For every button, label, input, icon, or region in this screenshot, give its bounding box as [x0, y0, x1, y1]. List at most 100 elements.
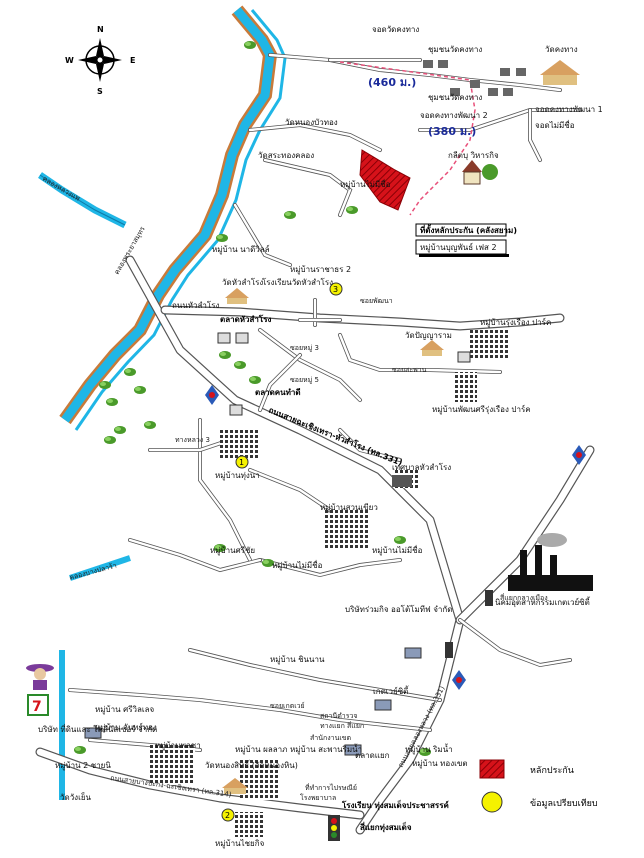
- legend-comparables-label: ข้อมูลเปรียบเทียบ: [530, 798, 598, 809]
- label-jodkong1: จอดคงทางพัฒนา 1: [535, 105, 603, 114]
- label-sikrong: สี่แยกทุ่งสมเด็จ: [360, 821, 412, 833]
- label-watsrakaew: วัดสระทองคลอง: [258, 151, 314, 160]
- house-icon: [462, 160, 498, 185]
- label-chumchon1: ชุมชนวัดคงทาง: [428, 45, 482, 54]
- label-roadmid2: ซอยหมู่ 5: [290, 376, 319, 384]
- comparable-marker-2: 2: [221, 808, 235, 822]
- road-samrong: [160, 305, 565, 331]
- village-grid: [235, 812, 265, 837]
- person-icon: [26, 664, 54, 690]
- label-mb2: หมู่บ้าน 2 ชายนิ: [55, 761, 111, 771]
- school-icon: [423, 60, 526, 96]
- label-trafficlight: สี่แยกกลางเมือง: [500, 593, 548, 602]
- label-canal2: คลองหลวงแพ: [41, 175, 82, 203]
- label-tesaban: เทศบาลหัวสำโรง: [392, 462, 451, 472]
- label-mainroad: ถนนสายฉะเชิงเทรา-หัวสำโรง (ทล.331): [267, 405, 404, 468]
- village-label-shadow: [419, 254, 509, 257]
- label-thanonsamrong: ถนนหัวสำโรง: [172, 300, 220, 310]
- label-watkongthang: วัดคงทาง: [545, 45, 578, 54]
- label-jodwat: จอดวัดคงทาง: [372, 25, 419, 34]
- market-icon: [84, 332, 471, 756]
- label-chumchon2: ชุมชนวัดคงทาง: [428, 93, 482, 102]
- label-mbboon: หมู่บ้านบุญพันธ์ เฟส 2: [420, 242, 497, 253]
- label-mbsrirung: หมู่บ้านพัฒนศรีรุ่งเรือง ปาร์ค: [432, 404, 531, 415]
- lane-network: [68, 53, 582, 752]
- village-grid: [150, 745, 195, 785]
- label-mbsiri: หมู่บ้าน ศรีวิลเลจ: [95, 705, 155, 715]
- village-grid: [470, 330, 510, 360]
- label-jodkong2: จอดคงทางพัฒนา 2: [420, 111, 488, 120]
- label-talad: ตลาดหัวสำโรง: [220, 314, 272, 324]
- road-331: [125, 255, 465, 835]
- label-mbraj: หมู่บ้านราชาธร 2: [290, 265, 351, 275]
- label-thiphang: ที่ตั้งหลักประกัน (คลังสยาม): [420, 224, 517, 235]
- temple-icon: [222, 60, 580, 794]
- seven-eleven-logo: 7: [27, 694, 49, 716]
- collateral-label-box: [415, 223, 507, 237]
- label-watsamrong: วัดหัวสำโรง: [222, 277, 263, 287]
- village-grid: [455, 372, 477, 402]
- label-watnongbua: วัดหนองบัวทอง: [285, 118, 338, 127]
- village-grid: [220, 430, 260, 460]
- compass-w: W: [65, 56, 74, 65]
- factory-icon: [508, 533, 593, 591]
- compass-s: S: [97, 87, 103, 96]
- legend: หลักประกัน ข้อมูลเปรียบเทียบ: [479, 759, 598, 813]
- label-rongrian: โรงเรียนวัดหัวสำโรง: [262, 277, 333, 287]
- label-mbtoong: หมู่บ้านทุ่งนา: [215, 471, 260, 481]
- label-mbphoncha: หมู่บ้านพลชา: [155, 741, 201, 751]
- village-grid: [325, 510, 370, 550]
- label-mbriver: หมู่บ้าน ริมน้ำ: [405, 743, 453, 755]
- label-watsukaram: วัดปัญญาราม: [405, 331, 452, 340]
- collateral-site: [359, 149, 411, 211]
- village-grid: [240, 760, 280, 800]
- label-company: บริษัทร่วมกิจ ออโต้โมทีฟ จำกัด: [345, 604, 452, 614]
- label-mbkhao: หมู่บ้านไชยกิจ: [215, 839, 265, 849]
- label-roadmid: ซอยหมู่ 3: [290, 344, 319, 352]
- label-rongrianthung: โรงเรียน ทุ่งสมเด็จประชาสรรค์: [341, 799, 449, 811]
- svg-text:2: 2: [225, 811, 230, 820]
- road-314: [35, 747, 365, 820]
- comparable-marker-1: 1: [235, 455, 249, 469]
- label-roadw: ซอยพัฒนา: [360, 297, 393, 305]
- label-soigate: ซอยเกตเวย์: [270, 702, 305, 710]
- compass-icon: [78, 38, 122, 82]
- label-mbmaimichue1: หมู่บ้านไม่มีชื่อ: [340, 178, 391, 190]
- label-mbrungrueang: หมู่บ้านรุ่งเรือง ปาร์ค: [480, 317, 551, 328]
- label-dist380: (380 ม.): [428, 125, 476, 138]
- label-nikom: นิคมอุตสาหกรรมเกตเวย์ซิตี้: [495, 596, 591, 607]
- label-station: สถานีตำรวจ: [320, 712, 358, 720]
- label-klathong: กลีตบุ วิหารกิจ: [448, 151, 499, 160]
- label-mbmaimichue2: หมู่บ้านไม่มีชื่อ: [272, 559, 323, 571]
- canal-main: [59, 5, 287, 431]
- label-watwangyen: วัดวังเย็น: [60, 792, 92, 802]
- legend-comparables-swatch: [481, 791, 503, 813]
- route-line: [339, 61, 476, 216]
- label-taladsi: ตลาดแยก: [355, 751, 390, 760]
- legend-collateral-swatch: [479, 759, 505, 779]
- label-roadright: ซอยสะพาน: [392, 366, 427, 374]
- label-minor2: สำนักงานเขต: [310, 734, 352, 742]
- label-mbthongkhet: หมู่บ้าน ทองเขต: [412, 759, 468, 769]
- label-minor4: โรงพยาบาล: [300, 793, 336, 802]
- comparable-marker-3: 3: [329, 282, 343, 296]
- label-taladkrua: ตลาดคนทำดี: [255, 387, 301, 397]
- label-gateway: เกตเวย์ซิตี้: [373, 685, 409, 696]
- label-mbsuan: หมู่บ้านสวนเขียว: [320, 503, 378, 513]
- label-mbsirichai: หมู่บ้านศรีชัย: [210, 546, 255, 556]
- label-mbsapan: หมู่บ้าน สะพานริมน้ำ: [290, 743, 362, 755]
- traffic-light-icon: [328, 590, 493, 841]
- label-mbchinnan: หมู่บ้าน ชินนาน: [270, 655, 325, 665]
- svg-text:1: 1: [239, 458, 244, 467]
- label-company2: บริษัท ที่ดินและ โคลีนัสเซอร์ จำกัด: [38, 723, 157, 734]
- label-leftcanal: คลองบางปลาร้า: [68, 562, 117, 582]
- legend-collateral-label: หลักประกัน: [530, 766, 574, 776]
- label-mbmaimichue3: หมู่บ้านไม่มีชื่อ: [372, 544, 423, 556]
- svg-text:7: 7: [32, 699, 42, 715]
- compass-n: N: [97, 25, 104, 34]
- canal-left: [38, 172, 127, 229]
- label-watnongsit: วัดหนองสิทธิ์ (วัดหนองหิน): [205, 759, 298, 770]
- svg-text:3: 3: [333, 285, 338, 294]
- label-mbphanlop: หมู่บ้าน ผลลาภ: [235, 745, 287, 755]
